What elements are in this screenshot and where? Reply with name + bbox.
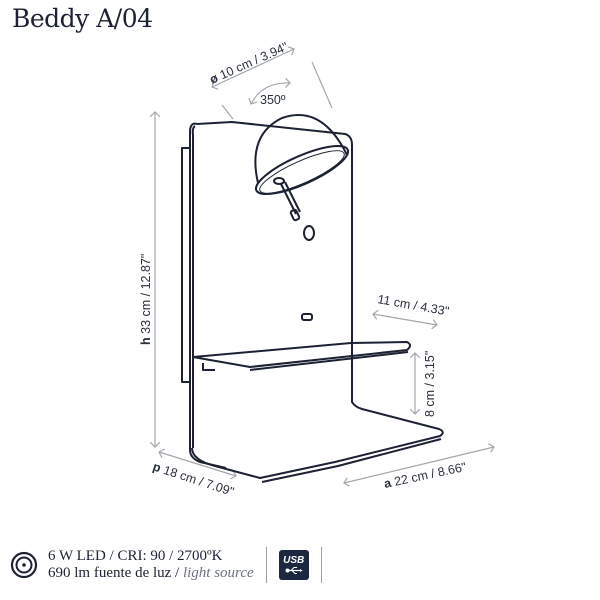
divider [265,547,267,583]
spec-text: 6 W LED / CRI: 90 / 2700ºK 690 lm fuente… [48,548,254,582]
width-dimension-line [344,447,494,483]
rotation-label: 350º [260,93,286,107]
spec-line-2: 690 lm fuente de luz / light source [48,565,254,581]
arm-reach-label: 11 cm / 4.33" [376,292,450,318]
height-label: h 33 cm / 12.87" [139,254,153,345]
light-source-icon [10,551,38,579]
lamp-body [181,114,444,483]
spec-line-1: 6 W LED / CRI: 90 / 2700ºK [48,548,223,564]
arm-reach-dimension-line [373,314,437,325]
diameter-label: ø 10 cm / 3.94" [208,40,291,87]
diameter-dimension-line [212,49,294,87]
depth-label: p 18 cm / 7.09" [151,460,236,499]
usb-icon: USB [278,550,309,580]
product-title: Beddy A/04 [12,4,153,33]
width-label: a 22 cm / 8.66" [383,460,468,491]
rotation-arrow [251,83,290,104]
depth-dimension-line [159,452,236,476]
usb-symbol-icon [285,566,303,574]
spec-footer: 6 W LED / CRI: 90 / 2700ºK 690 lm fuente… [10,543,334,587]
shelf-gap-label: 8 cm / 3.15" [423,351,437,417]
divider [320,547,322,583]
